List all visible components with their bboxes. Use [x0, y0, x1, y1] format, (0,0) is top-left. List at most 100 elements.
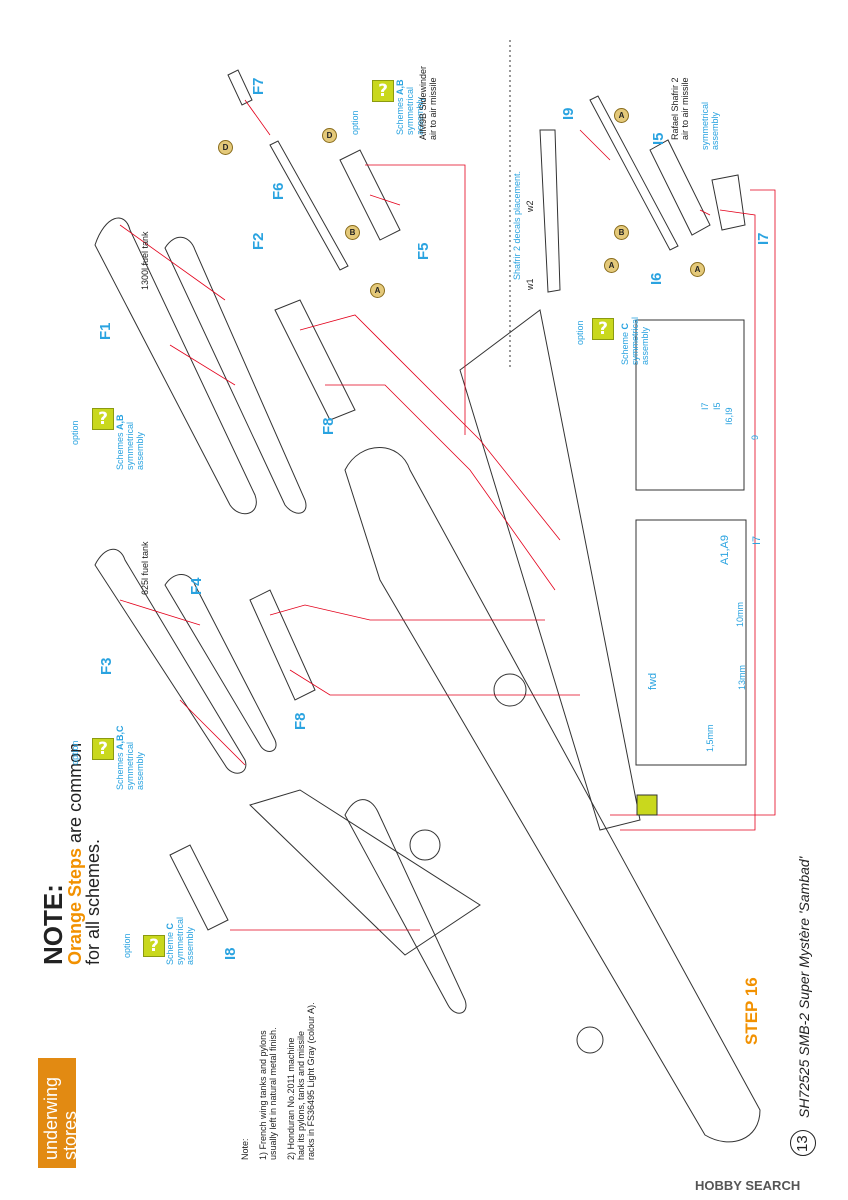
under-tank [344, 799, 467, 1014]
note-small-block: Note: 1) French wing tanks and pylons us… [240, 1002, 316, 1160]
decal-w2: w2 [525, 200, 535, 212]
watermark: HOBBY SEARCH [695, 1178, 801, 1193]
detail-a1a9: A1,A9 [719, 535, 731, 565]
detail-i5: I5 [712, 402, 722, 410]
section-tab [38, 1058, 76, 1168]
fuselage [344, 447, 761, 1143]
detail-i6i9: I6,I9 [724, 407, 734, 425]
shafrir-missile [589, 95, 679, 251]
assembly-line1: symmetrical [700, 101, 710, 150]
missile-rail-f5 [339, 149, 401, 241]
caption-aim9-line2: air to air missile [428, 77, 438, 140]
part-f1: F1 [97, 322, 114, 340]
caption-shafrir-line1: Rafael Shafrir 2 [670, 77, 680, 140]
part-i6: I6 [648, 272, 665, 285]
fuel-tank-625-half [164, 574, 277, 752]
part-i5: I5 [650, 132, 667, 145]
note-line2: for all schemes. [83, 838, 103, 965]
scheme-prefix: Schemes [395, 94, 405, 135]
option-word: option [350, 110, 360, 135]
paint-letter: A [614, 108, 629, 123]
option-icon-tank625: ? [92, 738, 114, 760]
note-item2-c: racks in FS36495 Light Gray (colour A). [306, 1002, 316, 1160]
option-rack: option [575, 320, 585, 345]
part-f2: F2 [250, 232, 267, 250]
dim-13mm: 13mm [737, 664, 747, 690]
note-heading: NOTE: [38, 884, 68, 965]
option-aim9: option [350, 110, 360, 135]
section-tab-line2: stores [60, 1110, 80, 1160]
decal-missile [539, 129, 561, 293]
missile-fin-f7 [227, 69, 253, 106]
fuel-tank-625-outer [94, 548, 247, 774]
detail-9: 9 [750, 434, 760, 440]
note-item2-b: had its pylons, tanks and missile [296, 1030, 306, 1160]
assembly-line1: symmetrical [125, 741, 135, 790]
paint-letter: D [322, 128, 337, 143]
scheme-letters: C [165, 922, 175, 930]
caption-1300l: 1300l fuel tank [140, 231, 150, 290]
scheme-letters: A,B,C [115, 725, 125, 750]
assembly-line2: assembly [135, 751, 145, 790]
section-tab-line1: underwing [41, 1076, 61, 1160]
caption-shafrir-line2: air to air missile [680, 77, 690, 140]
option-tank1300: option [70, 420, 80, 445]
assembly-line2: assembly [185, 926, 195, 965]
paint-letter: B [345, 225, 360, 240]
part-i9: I9 [560, 107, 577, 120]
step-marker [636, 794, 658, 816]
caption-shafrir-assembly: symmetrical assembly [700, 102, 720, 150]
option-word: option [575, 320, 585, 345]
paint-letter: A [370, 283, 385, 298]
option-icon-rack: ? [592, 318, 614, 340]
part-f4: F4 [188, 577, 205, 595]
paint-letter: A [690, 262, 705, 277]
part-f8-lower: F8 [292, 712, 309, 730]
option-rack-text: Scheme C symmetrical assembly [620, 317, 650, 365]
page-number: 13 [794, 1135, 811, 1152]
option-tank625-text: Schemes A,B,C symmetrical assembly [115, 725, 145, 790]
missile-rail-i5 [649, 139, 711, 236]
detail-box-rack [635, 319, 745, 491]
note-item1-a: 1) French wing tanks and pylons [258, 1030, 268, 1160]
scheme-letters: A,B [395, 79, 405, 95]
fuel-tank-1300-outer [94, 217, 257, 515]
note-item2-a: 2) Honduran No.2011 machine [286, 1037, 296, 1160]
pylon-i8 [169, 844, 229, 931]
wing-outline [459, 309, 641, 831]
option-icon-i8: ? [143, 935, 165, 957]
part-f6: F6 [270, 182, 287, 200]
paint-letter: D [218, 140, 233, 155]
option-icon-aim9: ? [372, 80, 394, 102]
paint-letter: B [614, 225, 629, 240]
scheme-prefix: Scheme [165, 929, 175, 965]
caption-shafrir: Rafael Shafrir 2 air to air missile [670, 77, 690, 140]
option-i8: option [122, 933, 132, 958]
part-i8: I8 [222, 947, 239, 960]
note-block: NOTE: Orange Steps are common for all sc… [38, 743, 103, 965]
part-f3: F3 [98, 657, 115, 675]
detail-i7: I7 [700, 402, 710, 410]
scheme-prefix: Schemes [115, 749, 125, 790]
option-tank1300-text: Schemes A,B symmetrical assembly [115, 414, 145, 470]
nose-wheel [576, 1026, 604, 1054]
detail-box-position [635, 519, 747, 766]
pylon-f8-upper [274, 299, 356, 421]
scheme-letters: C [620, 322, 630, 330]
part-f8-upper: F8 [320, 417, 337, 435]
option-word: option [122, 933, 132, 958]
dim-10mm: 10mm [735, 601, 745, 627]
main-wheel [493, 673, 527, 707]
page-number-circle [790, 1130, 816, 1156]
sidewinder-missile [269, 140, 349, 271]
scheme-prefix: Schemes [115, 429, 125, 470]
option-word: option [70, 740, 80, 765]
fwd-label: fwd [647, 672, 659, 690]
decal-w1: w1 [525, 278, 535, 290]
assembly-line1: symmetrical [125, 421, 135, 470]
option-i8-text: Scheme C symmetrical assembly [165, 917, 195, 965]
detail-i7b: I7 [751, 535, 763, 545]
page-title: SH72525 SMB-2 Super Mystère 'Sambad' [796, 856, 812, 1118]
